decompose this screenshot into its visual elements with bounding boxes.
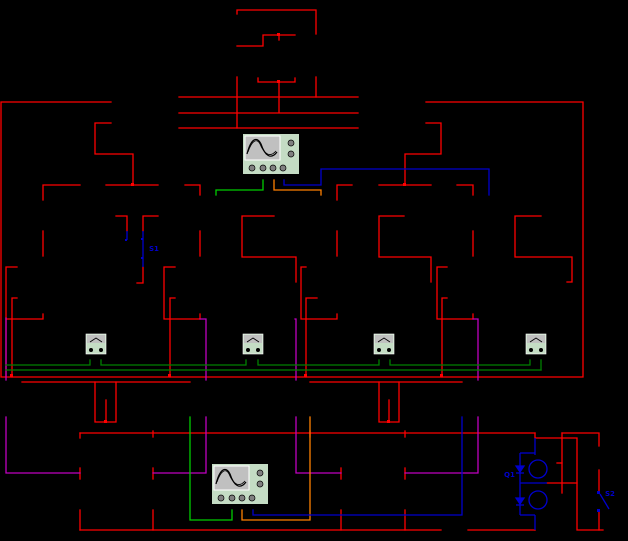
oscilloscope-top[interactable] [243,134,299,174]
voltmeter-display [244,335,262,343]
oscilloscope-bottom[interactable] [212,464,268,504]
meter-needle-icon [377,337,391,343]
transistor-icon [528,490,548,510]
voltmeter-display [375,335,393,343]
voltmeter-2[interactable] [242,333,264,355]
transistor-pair-q1[interactable]: Q1 [504,438,548,530]
switch-s1-label: S1 [149,245,159,253]
meter-needle-icon [246,337,260,343]
junction-dots [10,33,443,423]
switch-s2[interactable]: S2 [597,490,615,512]
probe-wires [5,359,542,371]
switch-s1[interactable]: S1 [125,231,159,267]
waveform-icon [246,138,278,157]
scope-wires-bottom [189,416,463,521]
scope-wires-top [215,168,490,196]
voltmeter-1[interactable] [85,333,107,355]
diode-icon [514,497,526,506]
diode-icon [514,465,526,474]
oscilloscope-terminals[interactable] [217,469,264,502]
switch-s2-label: S2 [605,490,615,498]
waveform-icon [215,468,247,487]
meter-needle-icon [529,337,543,343]
voltmeter-3[interactable] [373,333,395,355]
power-wires [0,9,604,531]
transistor-q1-label: Q1 [504,471,515,479]
magenta-wires [5,317,479,474]
meter-needle-icon [89,337,103,343]
voltmeter-4[interactable] [525,333,547,355]
oscilloscope-terminals[interactable] [248,139,295,172]
voltmeter-display [87,335,105,343]
transistor-icon [528,459,548,479]
voltmeter-display [527,335,545,343]
